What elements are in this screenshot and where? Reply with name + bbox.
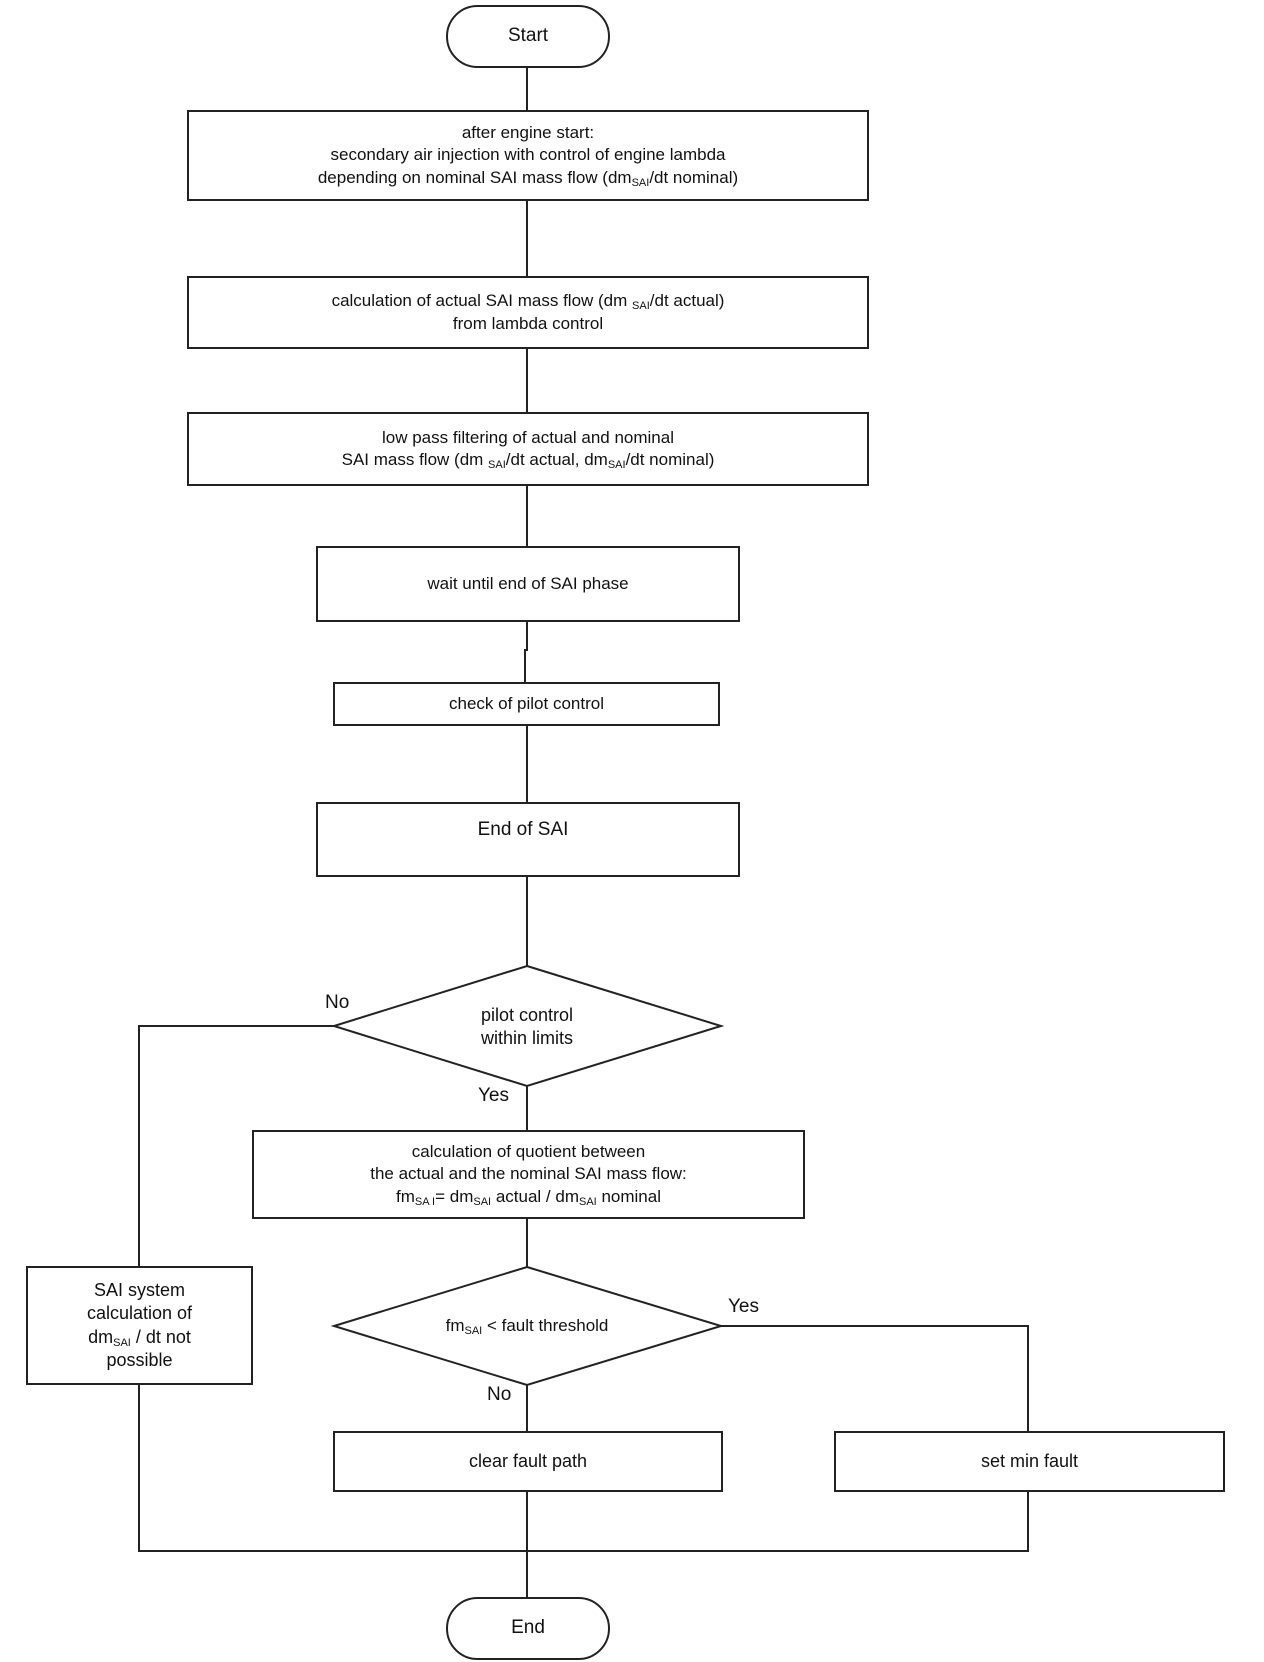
after-engine-start-line-3: depending on nominal SAI mass flow (dmSA… (317, 167, 739, 189)
threshold-decision-text: fmSAI < fault threshold (445, 1315, 609, 1337)
check-pilot-label: check of pilot control (449, 693, 604, 713)
calc-actual-line-1: calculation of actual SAI mass flow (dm … (331, 291, 725, 313)
pilot-decision-line-1: pilot control (480, 1004, 574, 1025)
start-label: Start (507, 25, 549, 47)
wait-end-box: wait until end of SAI phase (316, 546, 740, 622)
pilot-yes-label: Yes (478, 1085, 509, 1106)
connector-sai-system-to-merge (138, 1385, 1029, 1552)
low-pass-box: low pass filtering of actual and nominal… (187, 412, 869, 486)
connector-threshold-yes-to-set-min-fault (721, 1325, 1029, 1431)
after-engine-start-box: after engine start: secondary air inject… (187, 110, 869, 201)
set-min-fault-label: set min fault (980, 1450, 1079, 1471)
pilot-decision-label: pilot control within limits (427, 996, 627, 1058)
calc-quotient-line-1: calculation of quotient between (411, 1142, 646, 1162)
low-pass-line-1: low pass filtering of actual and nominal (382, 427, 674, 447)
decision-diamond-pilot-control (330, 964, 725, 1088)
end-of-sai-label: End of SAI (477, 819, 569, 840)
pilot-no-label: No (325, 992, 350, 1013)
after-engine-start-line-1: after engine start: (461, 123, 595, 143)
calc-quotient-box: calculation of quotient between the actu… (252, 1130, 805, 1219)
threshold-yes-label: Yes (728, 1296, 759, 1317)
connector-pilot-no-to-sai-system (138, 1025, 334, 1266)
wait-end-label: wait until end of SAI phase (427, 573, 629, 593)
low-pass-line-2: SAI mass flow (dm SAI/dt actual, dmSAI/d… (341, 450, 715, 471)
sai-system-box: SAI system calculation of dmSAI / dt not… (26, 1266, 253, 1385)
threshold-no-label: No (487, 1384, 512, 1405)
threshold-decision-label: fmSAI < fault threshold (407, 1308, 647, 1344)
clear-fault-label: clear fault path (468, 1450, 588, 1471)
calc-actual-box: calculation of actual SAI mass flow (dm … (187, 276, 869, 349)
set-min-fault-box: set min fault (834, 1431, 1225, 1492)
sai-system-line-1: SAI system (93, 1279, 186, 1300)
sai-system-line-3: dmSAI / dt not (88, 1326, 191, 1349)
calc-actual-line-2: from lambda control (452, 313, 604, 333)
calc-quotient-line-3: fmSA I= dmSAI actual / dmSAI nominal (396, 1186, 661, 1208)
sai-system-line-4: possible (106, 1349, 173, 1370)
end-label: End (511, 1617, 545, 1639)
end-of-sai-box: End of SAI (316, 802, 740, 877)
pilot-decision-line-2: within limits (480, 1028, 573, 1048)
decision-diamond-fault-threshold (330, 1265, 725, 1387)
check-pilot-box: check of pilot control (333, 682, 720, 726)
after-engine-start-line-2: secondary air injection with control of … (330, 145, 726, 165)
clear-fault-box: clear fault path (333, 1431, 723, 1492)
start-terminal: Start (446, 5, 610, 68)
calc-quotient-line-2: the actual and the nominal SAI mass flow… (370, 1164, 687, 1184)
end-terminal: End (446, 1597, 610, 1660)
connector-wait-end-to-check-pilot (524, 622, 528, 682)
sai-system-line-2: calculation of (86, 1303, 193, 1324)
